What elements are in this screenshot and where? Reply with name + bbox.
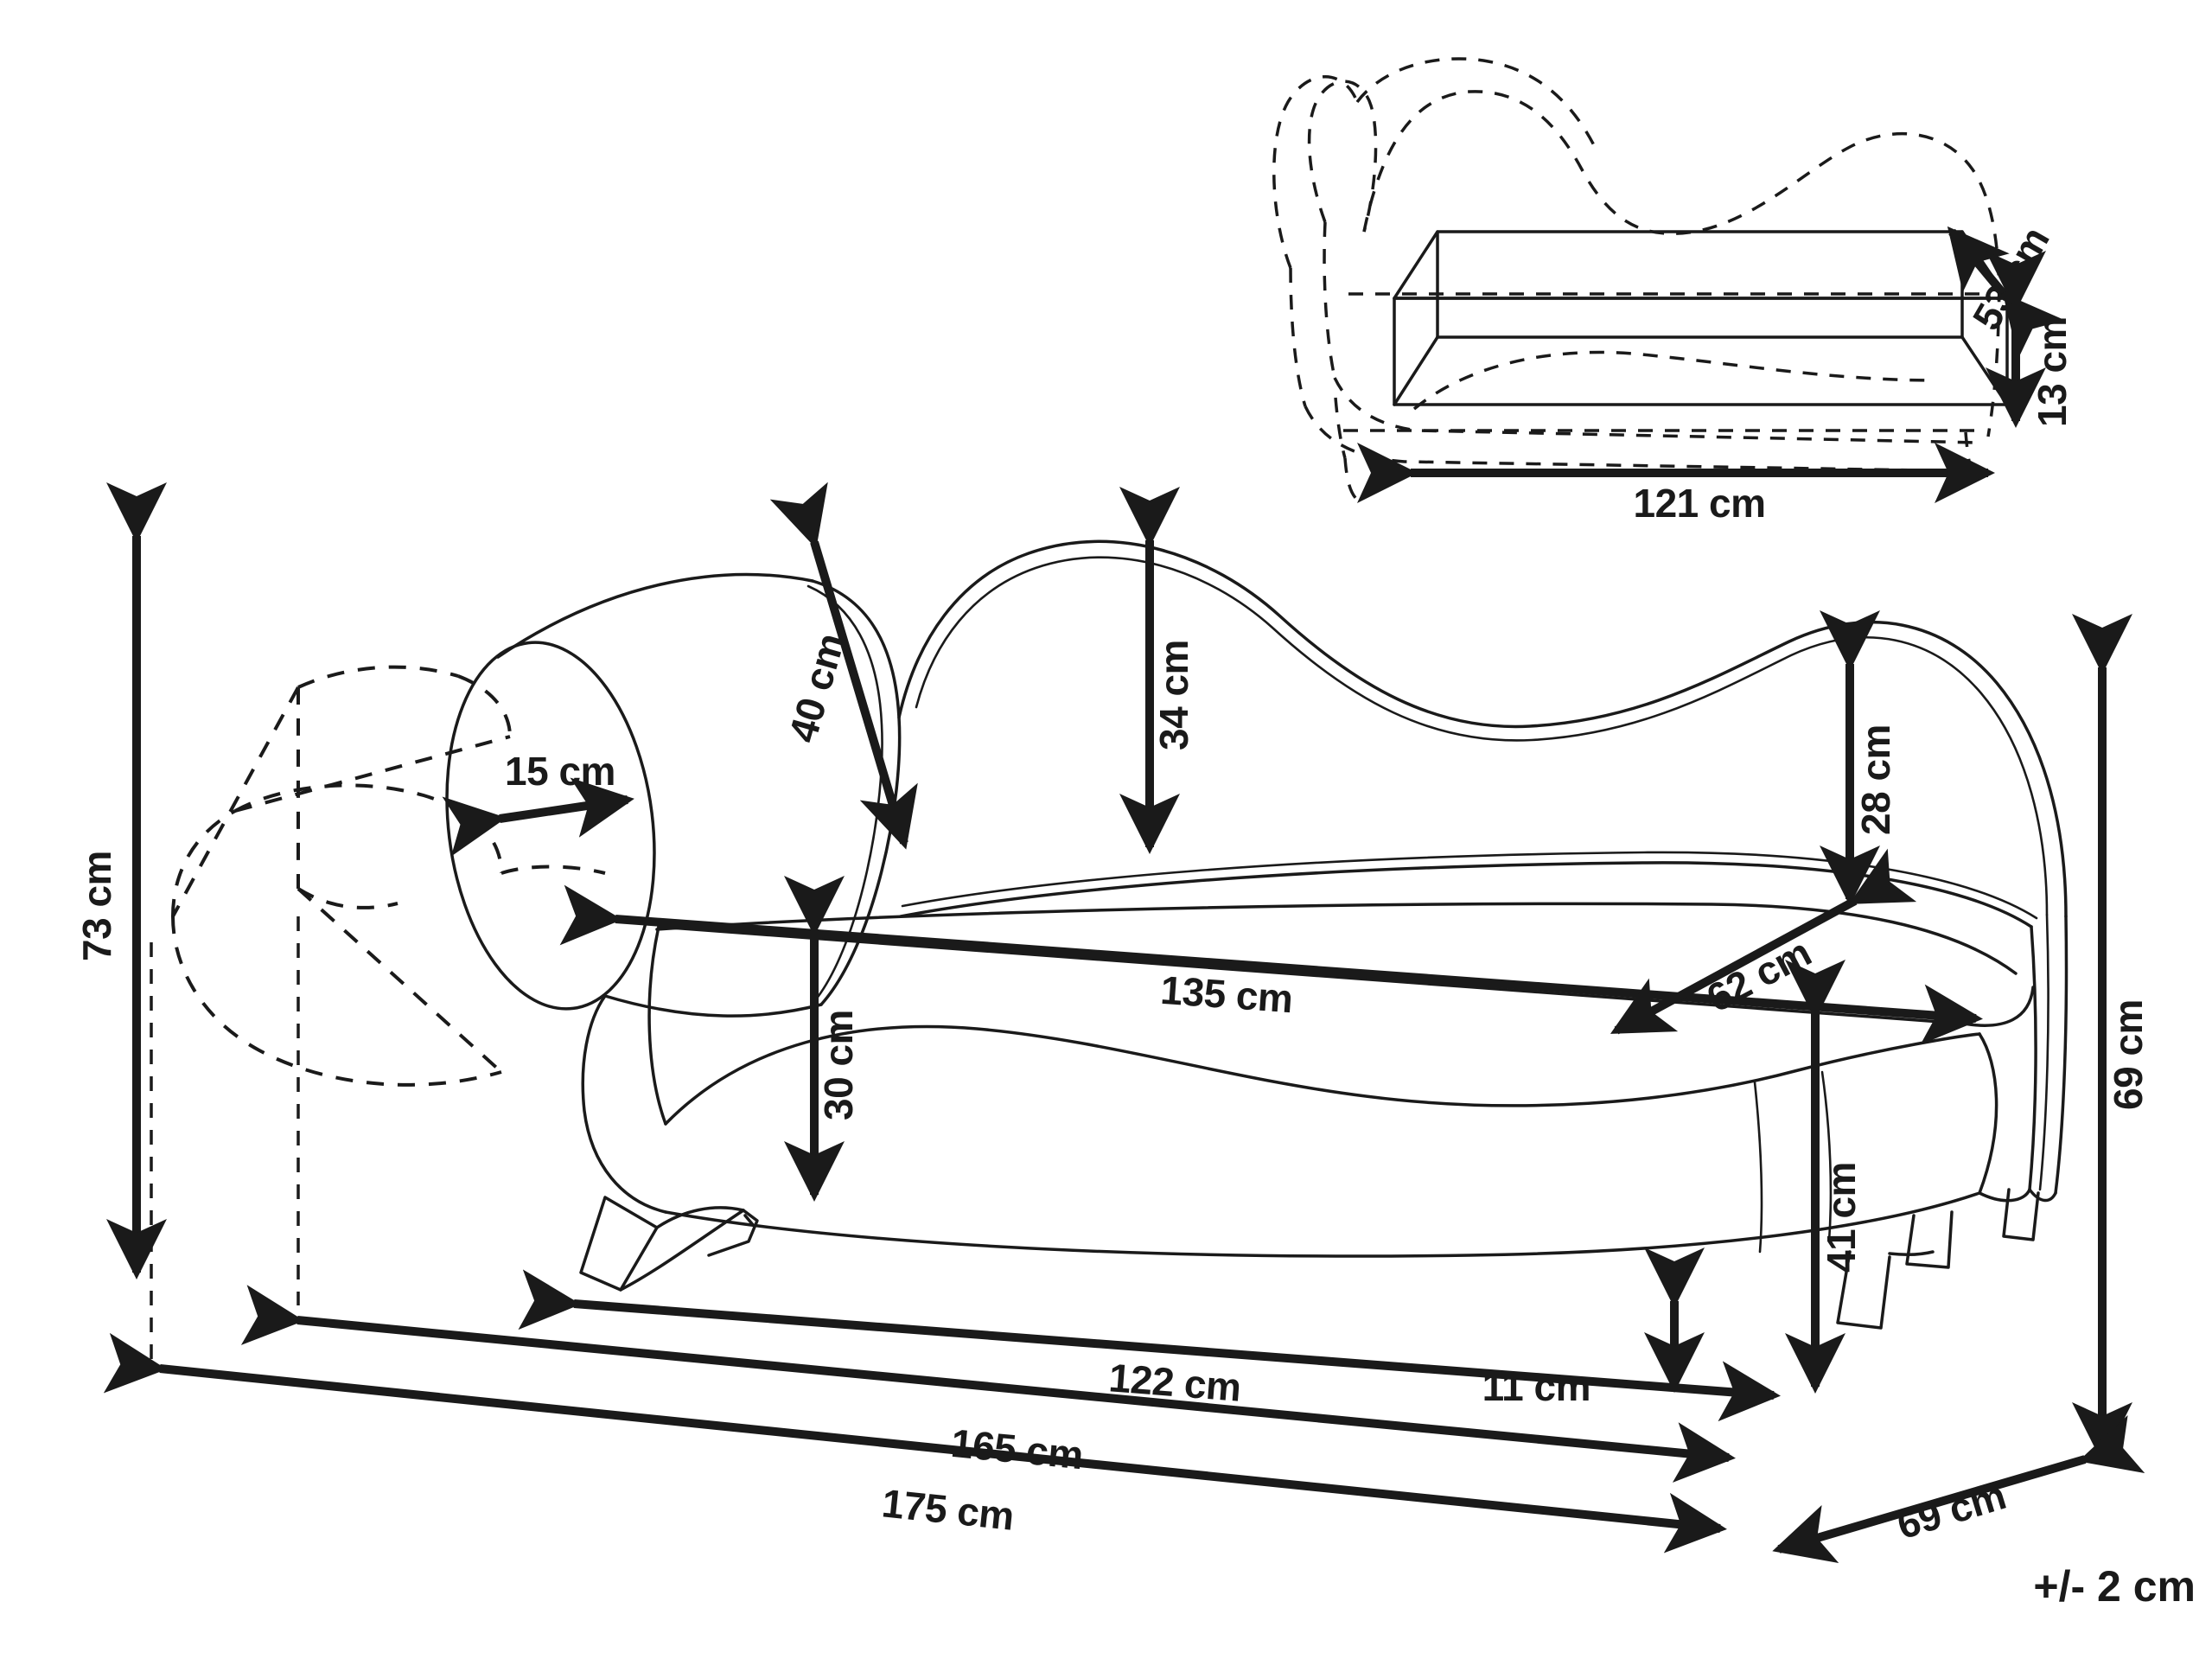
dim-bolster-width: 15 cm xyxy=(442,749,634,857)
dim-body-length: 122 cm xyxy=(518,1269,1781,1422)
dim-right-height: 69 cm xyxy=(2072,614,2151,1464)
dim-inset-width: 121 cm xyxy=(1357,443,1996,526)
dim-bolster-diameter-label: 40 cm xyxy=(780,629,853,747)
dim-inset-height: 13 cm xyxy=(1986,251,2075,429)
dim-backrest-height: 34 cm xyxy=(1119,487,1196,855)
main-chaise-view: 73 cm 15 cm 40 cm 34 cm 28 cm 135 cm xyxy=(74,482,2196,1611)
inset-storage-detail: 53 cm 13 cm 121 cm xyxy=(1272,57,2075,526)
dim-overall-depth: 69 cm xyxy=(1772,1414,2145,1564)
dim-seat-to-floor-label: 30 cm xyxy=(816,1010,861,1120)
dim-seat-length-label: 135 cm xyxy=(1159,967,1294,1022)
dim-armrest-height-label: 28 cm xyxy=(1853,724,1898,835)
dim-overall-height-label: 73 cm xyxy=(74,851,119,961)
dim-leg-height: 11 cm xyxy=(1482,1247,1705,1409)
dim-seat-to-floor: 30 cm xyxy=(784,876,861,1203)
dim-total-length-label: 175 cm xyxy=(880,1480,1017,1538)
right-arm xyxy=(2028,913,2069,1203)
dim-inset-height-label: 13 cm xyxy=(2030,316,2075,427)
dim-seat-height: 41 cm xyxy=(1785,960,1864,1394)
tolerance-note: +/- 2 cm xyxy=(2033,1562,2196,1611)
dim-bolster-width-label: 15 cm xyxy=(505,749,615,794)
bolster-projection-dashed xyxy=(150,665,606,1370)
dim-bolster-diameter: 40 cm xyxy=(769,482,918,850)
dim-seat-height-label: 41 cm xyxy=(1819,1162,1864,1273)
dim-overall-height: 73 cm xyxy=(74,482,167,1280)
inset-ghost-outline xyxy=(1272,57,2001,501)
dim-right-height-label: 69 cm xyxy=(2106,999,2151,1110)
dim-overall-depth-label: 69 cm xyxy=(1892,1472,2011,1547)
dim-backrest-height-label: 34 cm xyxy=(1151,640,1196,750)
dim-inset-width-label: 121 cm xyxy=(1633,481,1765,526)
